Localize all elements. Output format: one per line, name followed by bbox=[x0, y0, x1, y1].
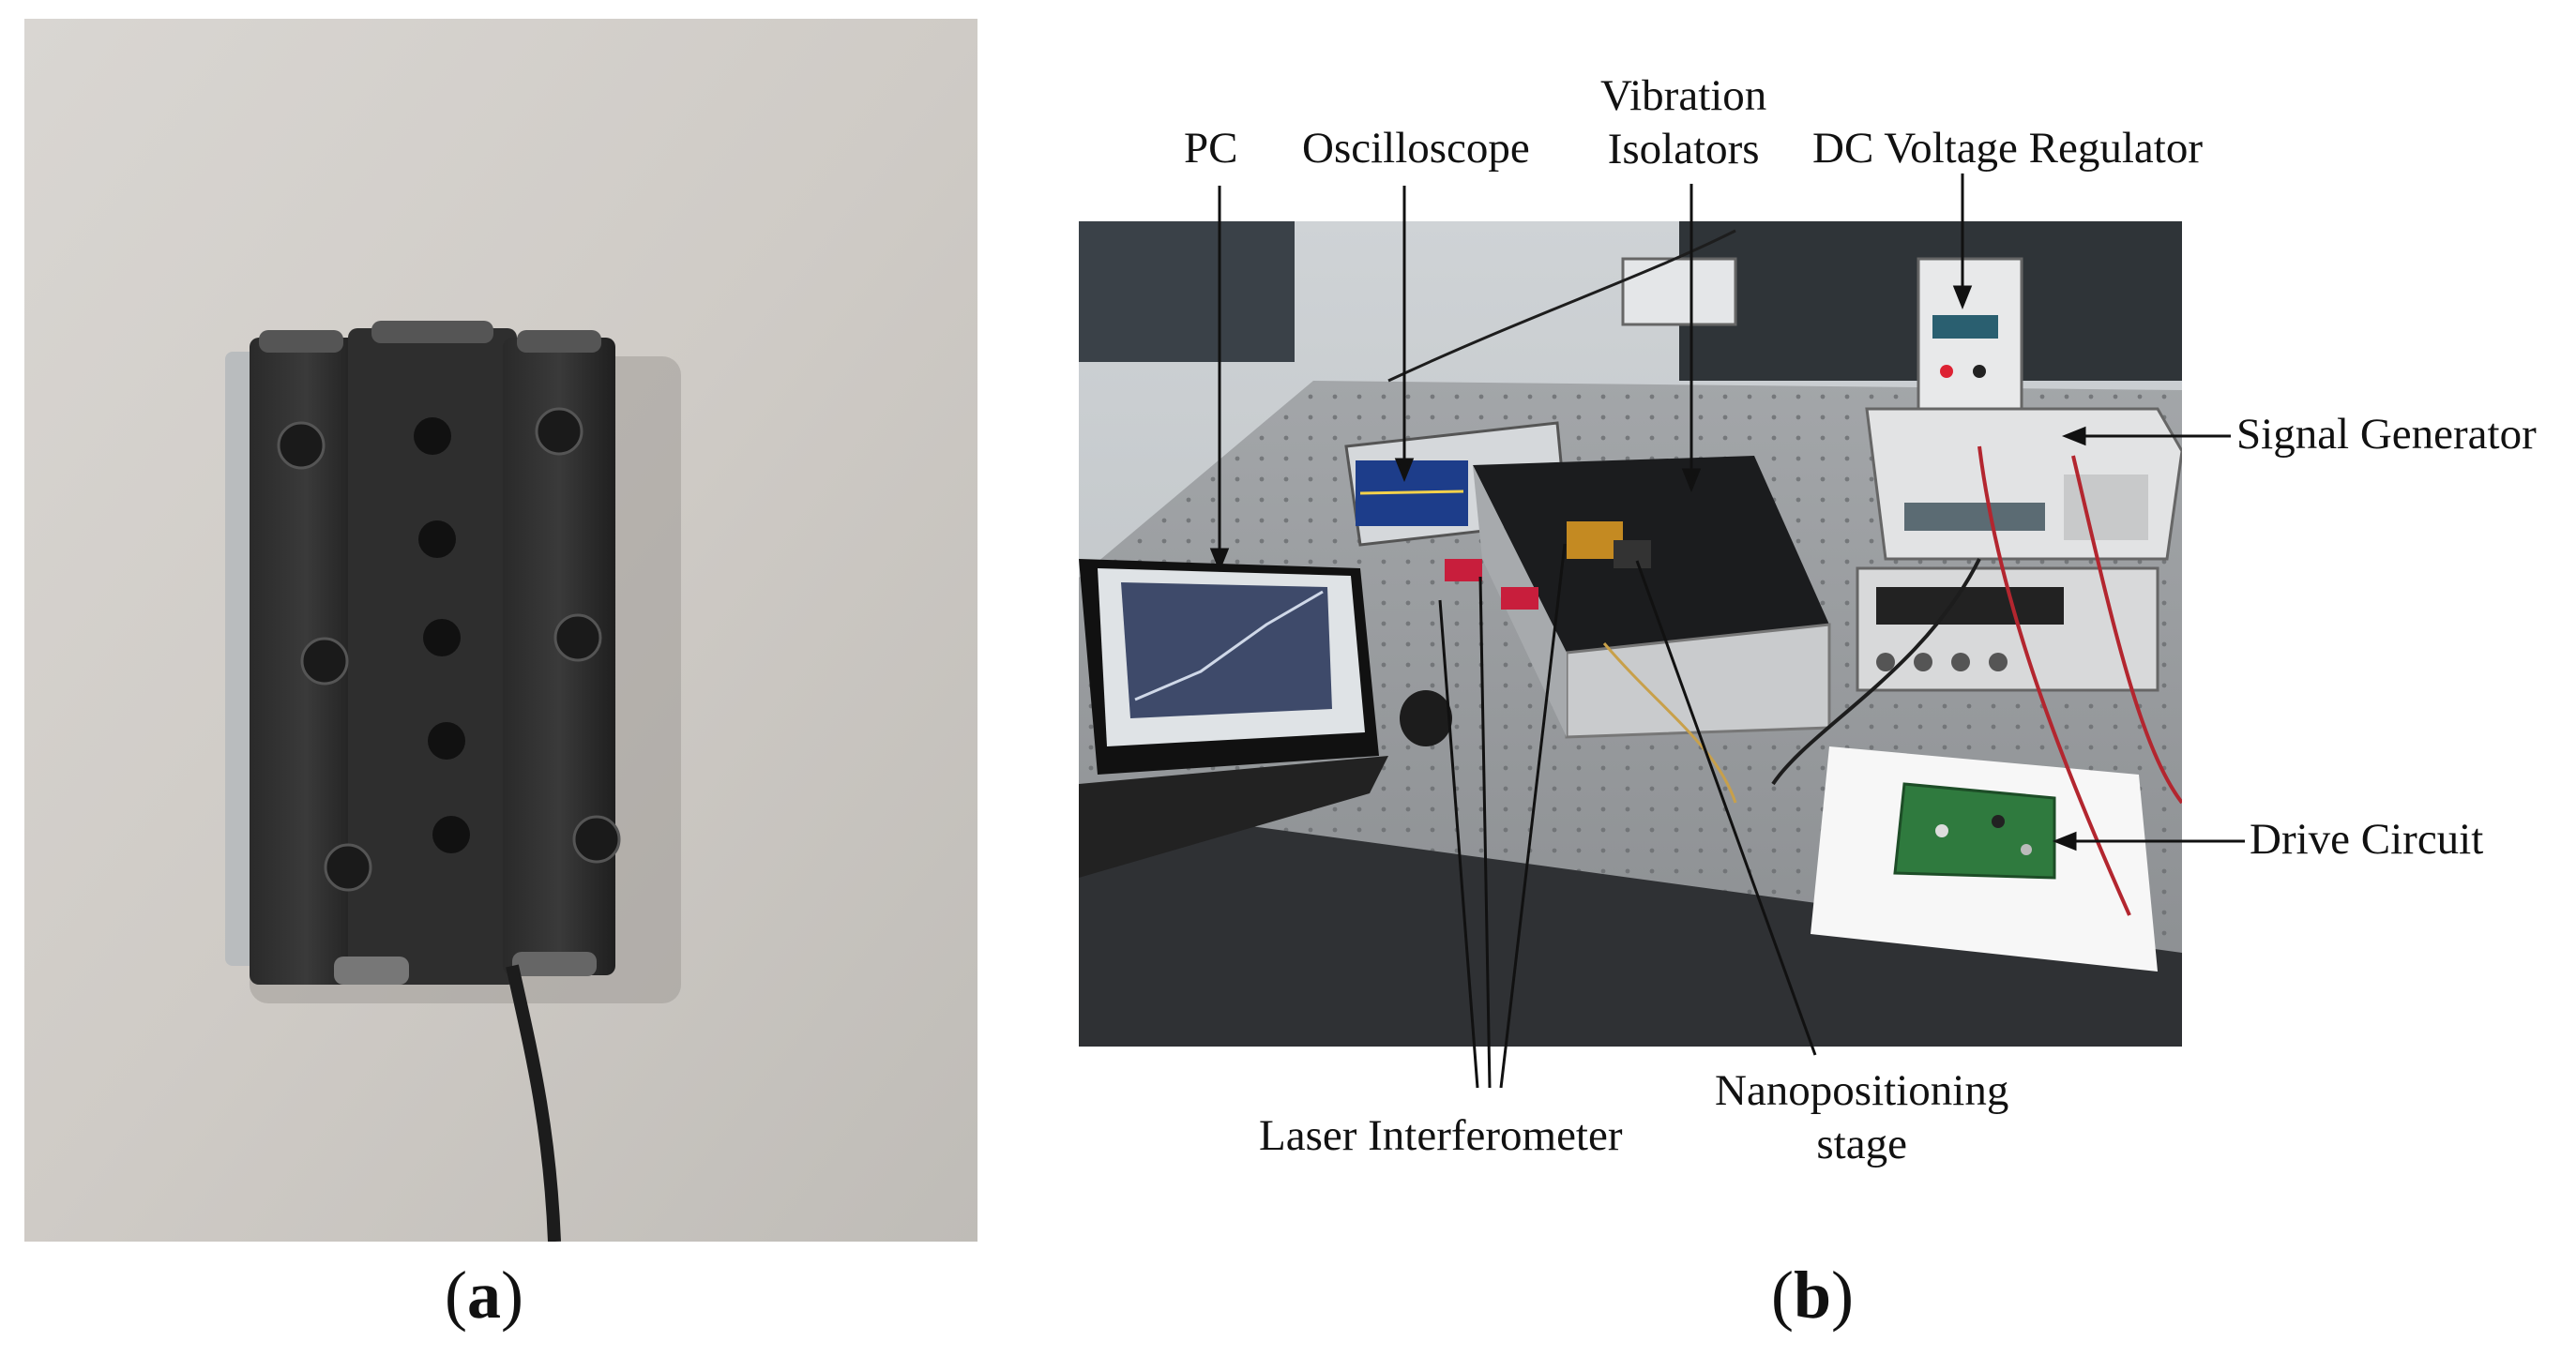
center-carriage bbox=[348, 328, 517, 985]
caption-a-letter: a bbox=[466, 1258, 501, 1333]
label-vibration-isolators-line1: Vibration bbox=[1600, 71, 1767, 120]
label-dc-voltage-regulator: DC Voltage Regulator bbox=[1812, 124, 2204, 173]
panel-a-photo bbox=[24, 19, 977, 1242]
setup-photo bbox=[1079, 221, 2182, 1047]
laptop bbox=[1079, 559, 1388, 878]
mouse bbox=[1400, 690, 1452, 746]
label-nanopositioning-stage-line1: Nanopositioning bbox=[1715, 1066, 2009, 1115]
panel-b-photo bbox=[1079, 221, 2182, 1047]
dc-voltage-regulator-device bbox=[1917, 257, 2023, 425]
label-signal-generator: Signal Generator bbox=[2236, 410, 2537, 459]
label-oscilloscope: Oscilloscope bbox=[1302, 124, 1530, 173]
label-vibration-isolators-line2: Isolators bbox=[1607, 125, 1760, 174]
label-pc: PC bbox=[1184, 124, 1238, 173]
label-vibration-isolators: Vibration Isolators bbox=[1600, 69, 1766, 177]
label-nanopositioning-stage-line2: stage bbox=[1816, 1120, 1907, 1169]
label-drive-circuit: Drive Circuit bbox=[2250, 815, 2484, 864]
drive-circuit-board bbox=[1893, 782, 2056, 880]
cable bbox=[506, 964, 561, 1242]
power-supply-device bbox=[1856, 566, 2159, 692]
actuator-photo bbox=[24, 19, 977, 1242]
caption-b-letter: b bbox=[1793, 1258, 1832, 1333]
right-rail bbox=[503, 338, 615, 975]
label-laser-interferometer: Laser Interferometer bbox=[1259, 1111, 1623, 1160]
label-nanopositioning-stage: Nanopositioning stage bbox=[1715, 1064, 2008, 1172]
caption-a: (a) bbox=[445, 1258, 523, 1333]
signal-generator-device bbox=[1865, 407, 2182, 561]
caption-b: (b) bbox=[1771, 1258, 1855, 1333]
